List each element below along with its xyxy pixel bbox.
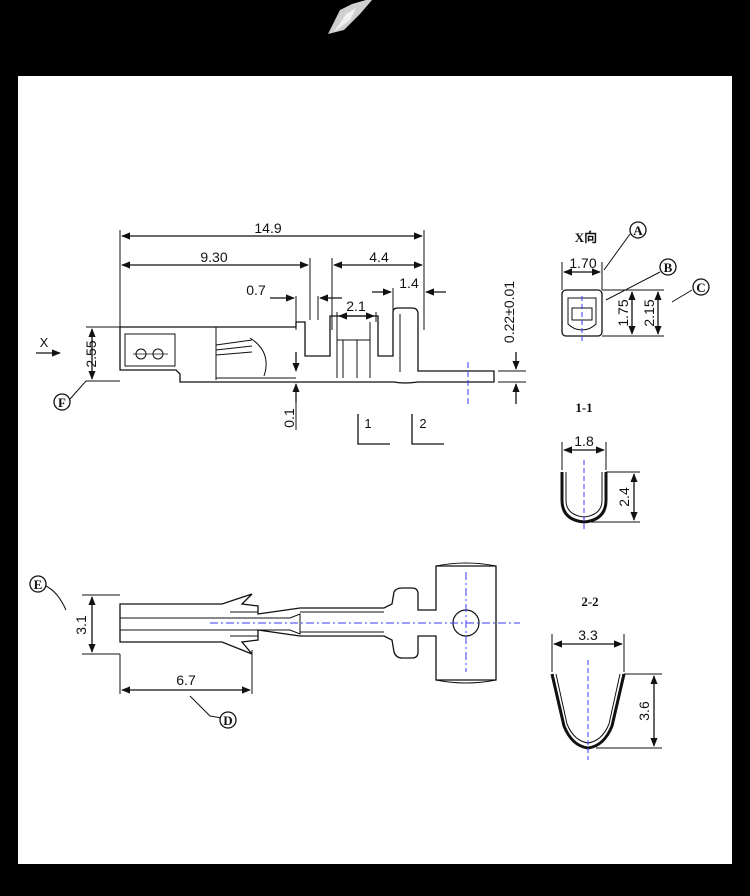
section-2-2-title: 2-2: [581, 594, 598, 609]
top-view: [45, 562, 520, 719]
dim-offset: 0.1: [281, 408, 297, 428]
svg-text:A: A: [633, 223, 643, 238]
callout-f: F: [53, 393, 71, 411]
dim-x-inner-height: 1.75: [615, 299, 631, 326]
svg-text:D: D: [223, 713, 232, 728]
dim-x-outer-height: 2.15: [641, 299, 657, 326]
dim-insulation-crimp: 1.4: [399, 275, 419, 291]
section-marker-2: 2: [419, 416, 426, 431]
dim-section1-width: 1.8: [574, 433, 594, 449]
dim-section2-width: 3.3: [578, 627, 598, 643]
dim-crimp-length: 4.4: [369, 249, 389, 265]
product-photo-strip: [0, 0, 750, 76]
section-1-1-view: [560, 442, 640, 530]
svg-text:F: F: [58, 395, 66, 410]
dim-wire-crimp: 2.1: [346, 298, 366, 314]
dim-section1-height: 2.4: [616, 487, 632, 507]
x-view: [561, 233, 693, 344]
x-view-title: X向: [575, 230, 597, 245]
dim-x-width: 1.70: [569, 255, 596, 271]
dim-top-length: 6.7: [176, 672, 196, 688]
callout-e: E: [29, 575, 47, 593]
section-1-1-title: 1-1: [575, 400, 592, 415]
x-direction-label: X: [40, 335, 49, 350]
dim-gap: 0.7: [246, 282, 266, 298]
callout-d: D: [219, 711, 237, 729]
svg-text:E: E: [34, 577, 43, 592]
dim-overall-length: 14.9: [254, 220, 281, 236]
dim-contact-length: 9.30: [200, 249, 227, 265]
callout-c: C: [692, 278, 710, 296]
dim-section2-height: 3.6: [636, 701, 652, 721]
drawing-sheet: [18, 76, 732, 864]
side-view: [36, 230, 526, 445]
dim-top-width: 3.1: [73, 615, 89, 635]
svg-text:C: C: [696, 280, 705, 295]
dim-thickness: 0.22±0.01: [501, 281, 517, 343]
svg-text:B: B: [664, 260, 673, 275]
section-marker-1: 1: [364, 416, 371, 431]
section-2-2-view: [550, 634, 662, 760]
dim-height: 2.55: [83, 340, 99, 367]
callout-b: B: [659, 258, 677, 276]
callout-a: A: [629, 221, 647, 239]
